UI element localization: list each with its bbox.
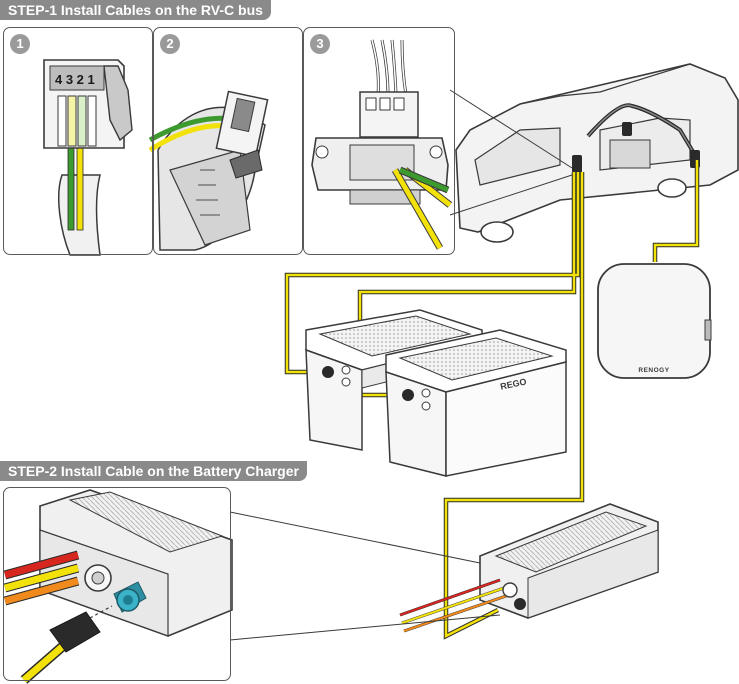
panel3-terminal-art — [311, 39, 453, 250]
step1-title: STEP-1 Install Cables on the RV-C bus — [0, 0, 271, 20]
connector-pin-numbers: 4 3 2 1 — [55, 72, 95, 87]
battery-front-art: REGO — [385, 329, 567, 477]
step1-panel-1: 1 — [3, 27, 153, 255]
step-number-badge: 1 — [10, 34, 30, 54]
step-number-badge: 2 — [160, 34, 180, 54]
panel2-crimp-art — [148, 90, 269, 251]
step2-title: STEP-2 Install Cable on the Battery Char… — [0, 461, 307, 481]
battery-charger-art — [399, 503, 659, 633]
step-number-badge: 3 — [310, 34, 330, 54]
step1-panel-3: 3 — [303, 27, 455, 255]
step1-panel-2: 2 — [153, 27, 303, 255]
yellow-cable-routing — [284, 160, 700, 640]
renogy-hub-art: RENOGY — [597, 263, 712, 379]
hub-brand-label: RENOGY — [638, 367, 669, 374]
step2-panel — [3, 487, 231, 681]
panel1-connector-art: 4 3 2 1 — [43, 59, 133, 256]
panel-step2-charger-closeup — [3, 489, 233, 684]
